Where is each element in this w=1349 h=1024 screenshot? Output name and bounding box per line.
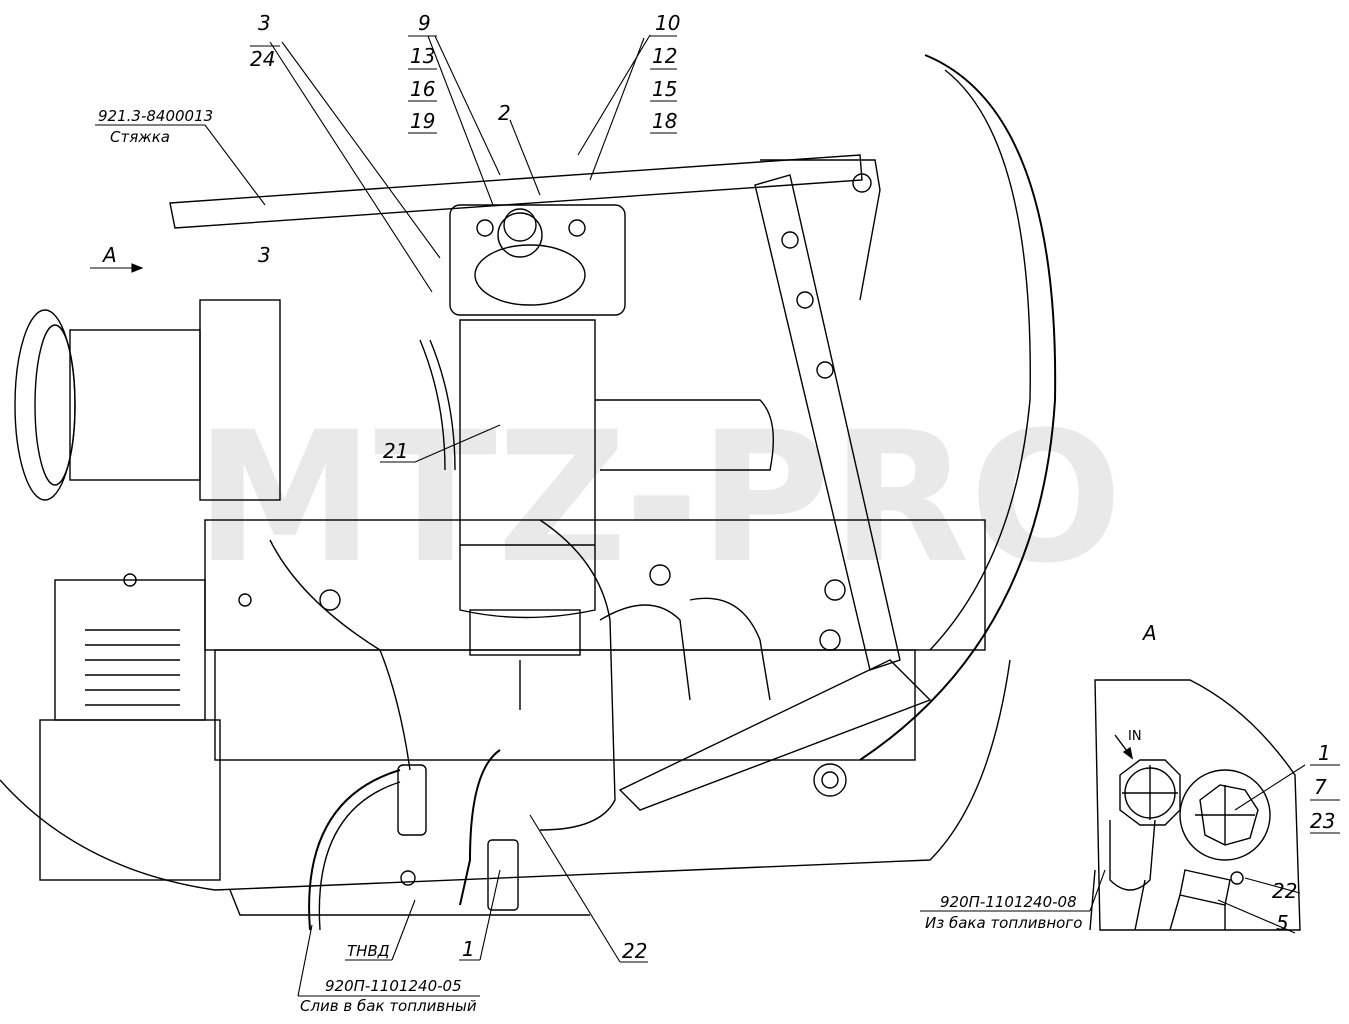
callout-24: 24 bbox=[250, 47, 275, 71]
pump-label: ТНВД bbox=[347, 942, 390, 960]
leader-lines bbox=[90, 34, 677, 997]
callout-19: 19 bbox=[410, 109, 435, 133]
view-a-title: A bbox=[1141, 621, 1157, 645]
view-a-callout-23: 23 bbox=[1310, 809, 1335, 833]
callout-9: 9 bbox=[418, 11, 431, 35]
callout-2: 2 bbox=[498, 101, 511, 125]
tie-rod-name: Стяжка bbox=[110, 128, 170, 146]
inlet-hose-name: Из бака топливного bbox=[925, 914, 1082, 932]
view-a-inset bbox=[1089, 679, 1301, 931]
view-a-leader-lines bbox=[920, 764, 1340, 934]
tie-rod-code: 921.3-8400013 bbox=[98, 107, 213, 125]
callout-13: 13 bbox=[410, 44, 435, 68]
drain-hose-name: Слив в бак топливный bbox=[300, 997, 477, 1015]
inlet-hose-code: 920П-1101240-08 bbox=[940, 893, 1077, 911]
callout-15: 15 bbox=[652, 77, 677, 101]
callout-3-lower: 3 bbox=[258, 243, 271, 267]
callout-22: 22 bbox=[622, 939, 647, 963]
view-a-callout-22: 22 bbox=[1272, 879, 1297, 903]
labels: 3 24 9 13 16 19 10 12 15 18 921.3-840001… bbox=[98, 11, 1335, 1015]
callout-18: 18 bbox=[652, 109, 677, 133]
callout-3: 3 bbox=[258, 11, 271, 35]
callout-1: 1 bbox=[462, 937, 475, 961]
view-a-marker: A bbox=[101, 243, 117, 267]
callout-12: 12 bbox=[652, 44, 677, 68]
view-a-callout-1: 1 bbox=[1318, 741, 1331, 765]
drain-hose-code: 920П-1101240-05 bbox=[325, 977, 462, 995]
callout-16: 16 bbox=[410, 77, 435, 101]
callout-10: 10 bbox=[655, 11, 680, 35]
callout-21: 21 bbox=[383, 439, 408, 463]
engine-assembly bbox=[0, 54, 1057, 931]
view-a-callout-7: 7 bbox=[1314, 775, 1327, 799]
inlet-mark: IN bbox=[1128, 729, 1142, 744]
view-a-callout-5: 5 bbox=[1276, 911, 1289, 935]
watermark: MTZ-PRO bbox=[195, 394, 1123, 603]
